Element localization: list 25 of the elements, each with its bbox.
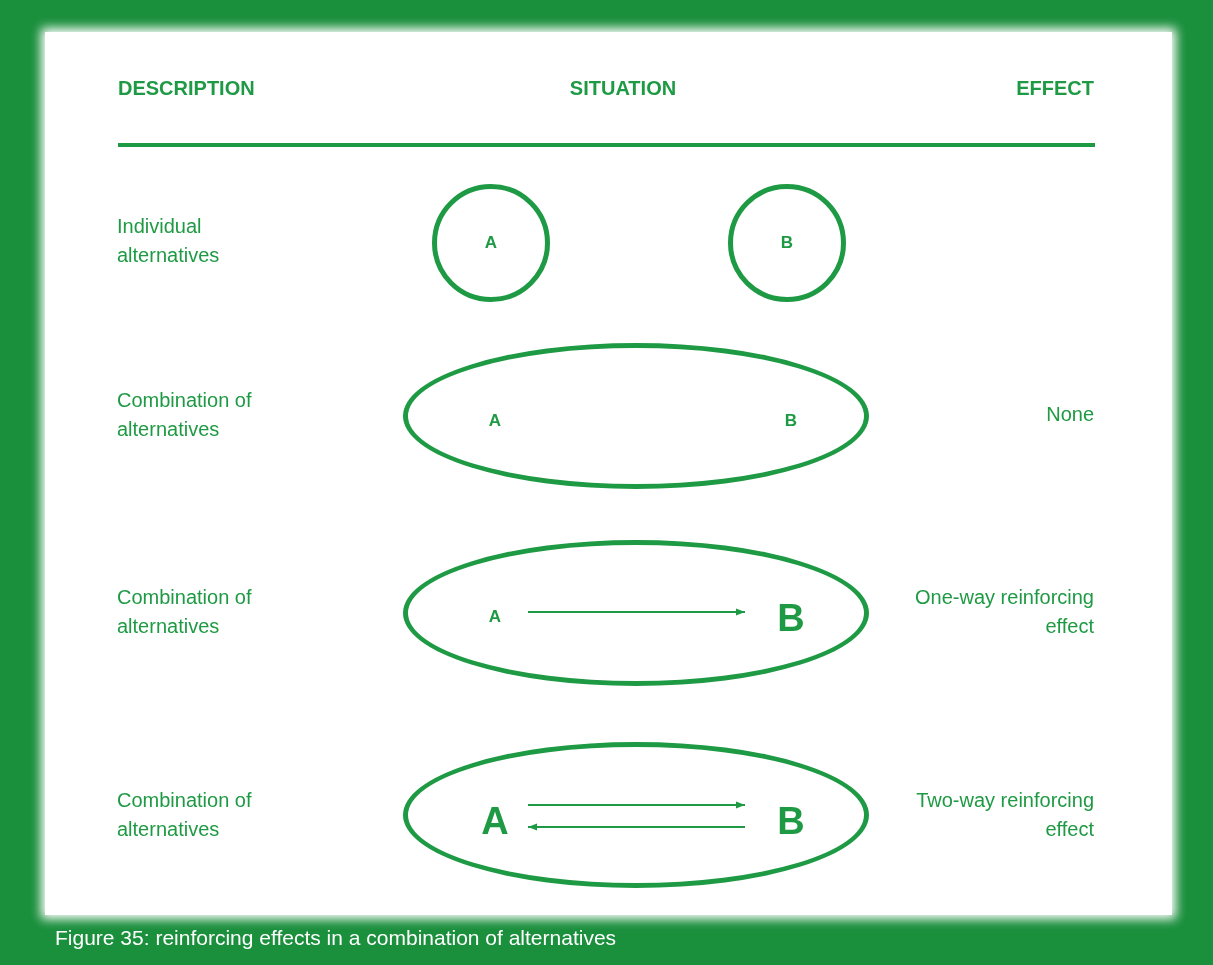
node-label: A [457,797,533,845]
column-header: SITUATION [568,76,678,101]
effect-label: One-way reinforcing effect [914,585,1094,639]
node-label: B [750,597,832,639]
ellipse-outline [403,343,869,489]
effect-label: Two-way reinforcing effect [915,788,1094,842]
column-header: DESCRIPTION [118,76,256,101]
node-label: A [457,406,533,436]
figure-caption: Figure 35: reinforcing effects in a combination of alternatives [55,926,617,950]
column-header: EFFECT [1015,76,1094,101]
node-label: B [750,797,832,845]
ellipse-outline [403,540,869,686]
row-label: Combination of alternatives [117,788,253,842]
row-label: Combination of alternatives [117,388,253,442]
arrow [527,823,746,831]
row-label: Combination of alternatives [117,585,253,639]
ellipse-outline [403,742,869,888]
circle-node: B [728,184,846,302]
circle-node: A [432,184,550,302]
arrow [527,801,746,809]
effect-label: None [1045,402,1094,427]
row-label: Individual alternatives [117,214,221,268]
node-label: B [750,406,832,436]
arrow [527,608,746,616]
node-label: A [457,602,533,632]
